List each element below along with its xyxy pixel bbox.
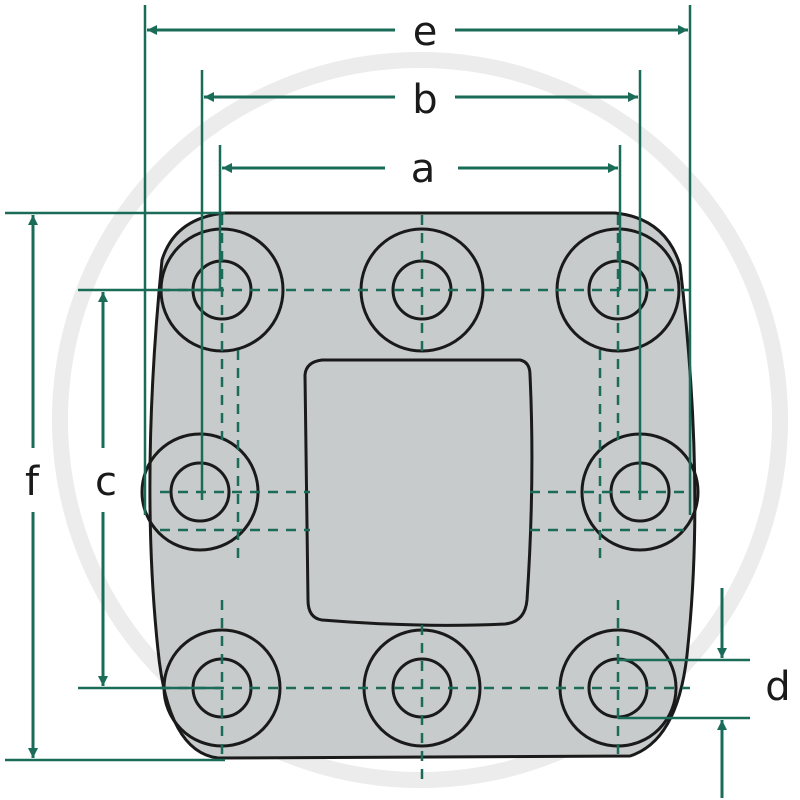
label-e: e (413, 9, 438, 55)
label-f: f (25, 459, 40, 505)
center-lines (160, 215, 690, 780)
label-b: b (412, 77, 437, 123)
label-c: c (95, 459, 117, 505)
dimension-lines (28, 25, 727, 798)
label-d: d (765, 664, 790, 710)
center-opening (303, 358, 534, 627)
extension-lines (5, 5, 750, 762)
label-a: a (411, 146, 436, 192)
